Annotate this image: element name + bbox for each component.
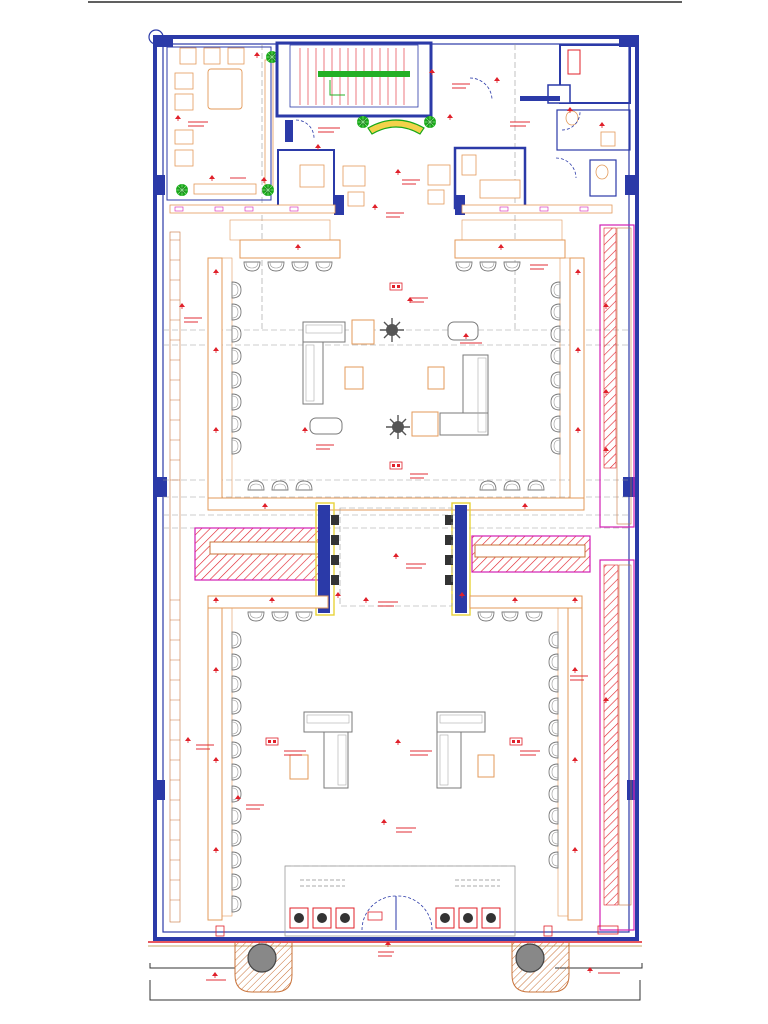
light-markers-upper bbox=[301, 282, 470, 470]
upper-showroom-sofas bbox=[302, 319, 489, 437]
right-hatched-shelves bbox=[599, 224, 635, 931]
partition-strips bbox=[169, 204, 613, 214]
plant-icon bbox=[356, 115, 370, 129]
lower-showroom-chairs bbox=[231, 611, 559, 913]
lower-showroom-sofas bbox=[289, 711, 495, 789]
annotation-marks bbox=[184, 83, 620, 981]
plant-icon bbox=[175, 183, 189, 197]
left-wall-shelves bbox=[169, 231, 181, 923]
upper-showroom-chairs bbox=[231, 261, 561, 491]
staircase bbox=[275, 41, 433, 118]
lounge-room bbox=[166, 46, 279, 201]
grid-marker-icon bbox=[148, 29, 164, 45]
plant-icon bbox=[423, 115, 437, 129]
cabins bbox=[260, 143, 527, 215]
plant-icon bbox=[261, 183, 275, 197]
chandelier-icon bbox=[380, 318, 404, 342]
upper-showroom-counters bbox=[178, 219, 610, 511]
chandelier-icon bbox=[386, 415, 410, 439]
middle-passage bbox=[194, 502, 591, 616]
reception-desk bbox=[285, 115, 437, 142]
lower-showroom-counters bbox=[184, 595, 610, 921]
washroom-block bbox=[428, 44, 631, 197]
light-markers-lower bbox=[234, 737, 523, 826]
facade bbox=[148, 925, 643, 1001]
entrance bbox=[284, 865, 516, 948]
